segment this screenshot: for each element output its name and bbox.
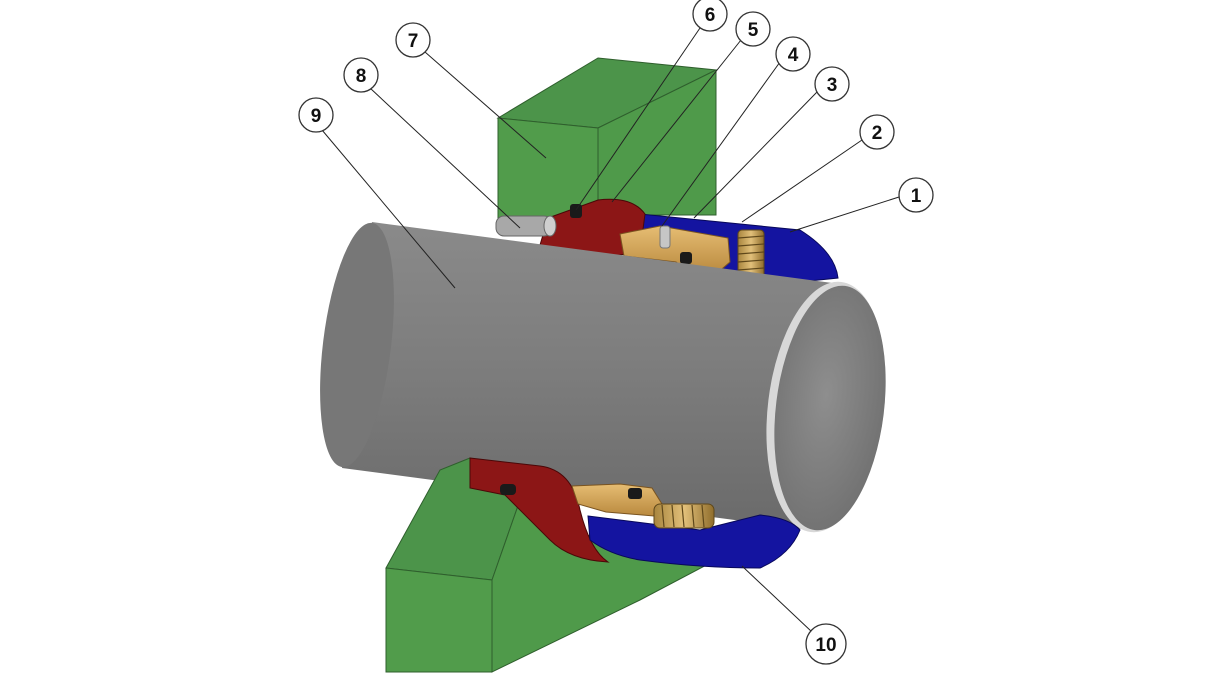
callout-8: 8	[343, 57, 379, 93]
callout-7-label: 7	[408, 31, 419, 52]
leader-3	[693, 91, 818, 219]
o-ring-lower-inner	[628, 488, 642, 499]
callout-10: 10	[805, 623, 847, 665]
leader-2	[741, 139, 863, 223]
shaft	[320, 222, 886, 533]
leader-5	[611, 39, 742, 203]
callout-1: 1	[898, 177, 934, 213]
leader-1	[789, 196, 900, 233]
callout-4-label: 4	[788, 45, 799, 66]
callout-9: 9	[298, 97, 334, 133]
lower-spring	[653, 503, 715, 529]
callout-2: 2	[859, 114, 895, 150]
callout-8-label: 8	[356, 66, 367, 87]
leader-10	[741, 565, 813, 633]
callout-6-label: 6	[705, 5, 716, 26]
callout-2-label: 2	[872, 123, 883, 144]
lower-brass-seat	[571, 483, 663, 517]
callout-10-label: 10	[815, 635, 836, 656]
leader-7	[424, 51, 547, 159]
lower-housing-front-face	[385, 567, 493, 673]
shaft-right-end	[774, 285, 886, 531]
callout-3: 3	[814, 66, 850, 102]
upper-spring	[737, 229, 765, 279]
callout-5-label: 5	[748, 20, 759, 41]
lower-rotating-ring	[469, 457, 610, 563]
guide-pin	[495, 215, 557, 237]
callout-6: 6	[692, 0, 728, 32]
drive-pin	[659, 225, 671, 249]
leader-4	[661, 61, 781, 227]
leader-lines	[321, 27, 900, 633]
o-ring-upper-outer	[570, 204, 582, 218]
upper-rotating-ring	[539, 198, 646, 259]
o-ring-upper-inner	[680, 252, 692, 264]
shaft-left-end	[320, 222, 394, 468]
leader-8	[369, 87, 521, 229]
callout-4: 4	[775, 36, 811, 72]
callout-5: 5	[735, 11, 771, 47]
shaft-body	[342, 222, 840, 530]
leader-9	[321, 129, 456, 289]
o-ring-lower-outer	[500, 484, 516, 495]
callout-7: 7	[395, 22, 431, 58]
callout-9-label: 9	[311, 106, 322, 127]
lower-sleeve	[587, 514, 801, 569]
callout-3-label: 3	[827, 75, 838, 96]
callout-1-label: 1	[911, 186, 922, 207]
leader-6	[575, 27, 701, 211]
